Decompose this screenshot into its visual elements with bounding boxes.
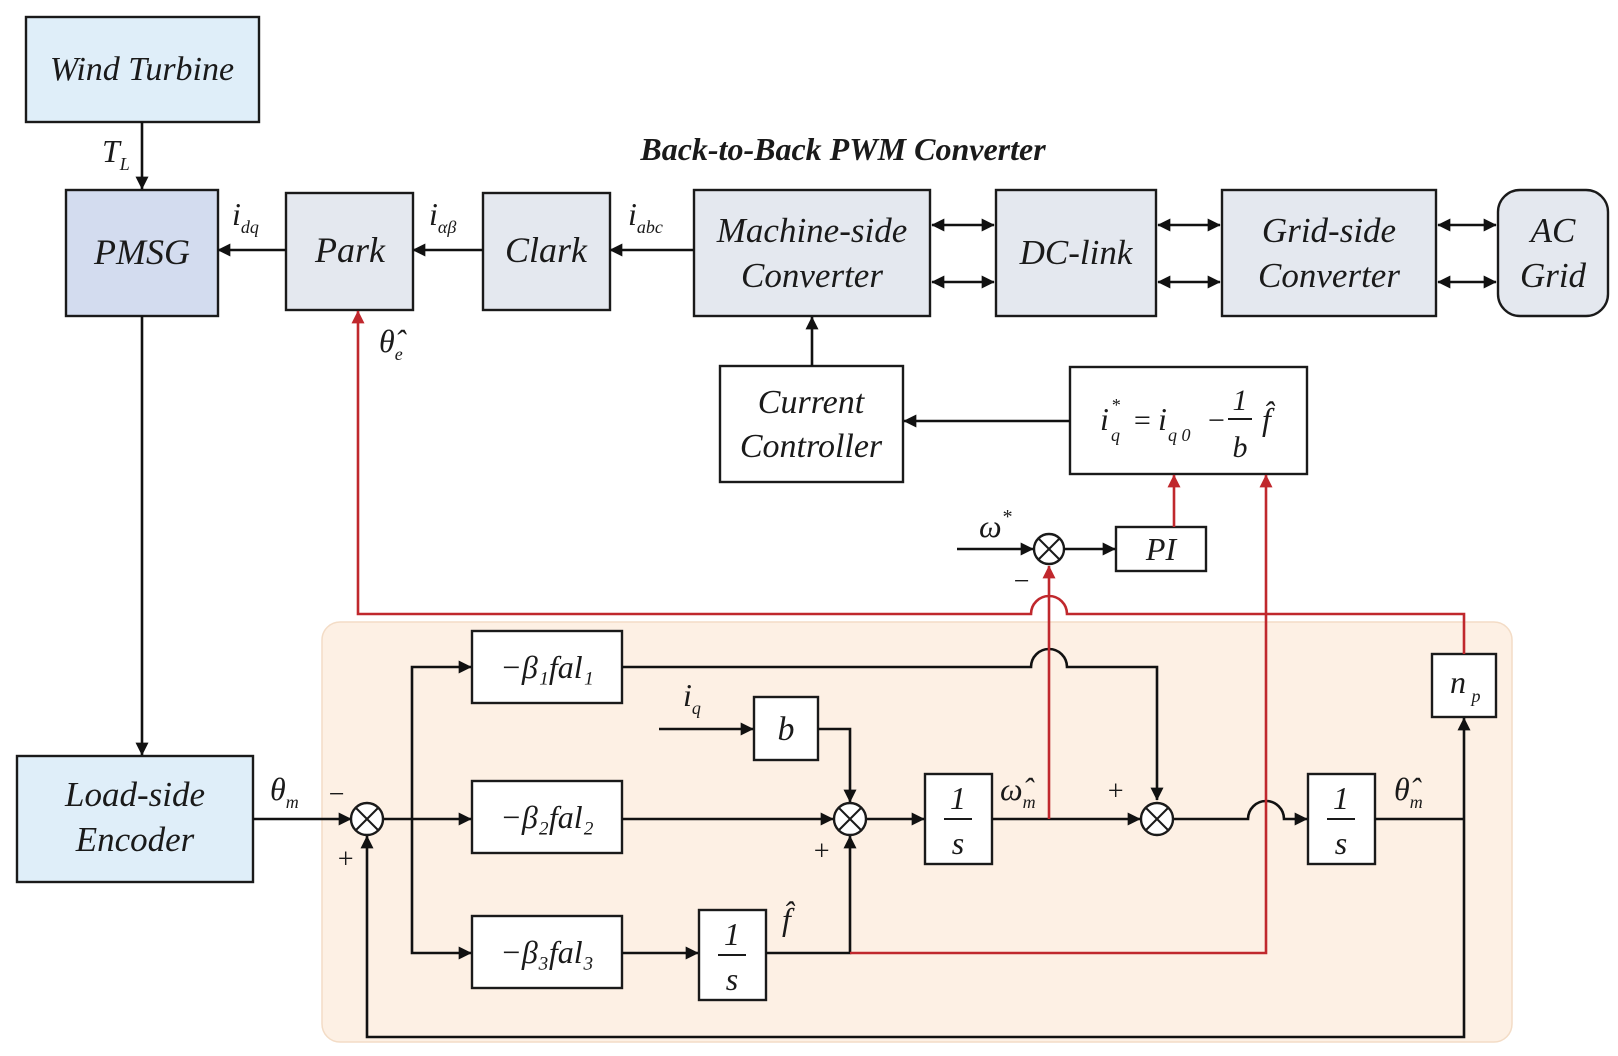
svg-text:s: s (952, 825, 964, 861)
svg-text:q: q (1111, 425, 1120, 445)
svg-text:*: * (1111, 395, 1120, 415)
svg-text:Encoder: Encoder (75, 820, 195, 859)
svg-text:1: 1 (1333, 780, 1349, 816)
tl-label: TL (102, 133, 130, 174)
svg-text:PI: PI (1145, 531, 1178, 567)
integrator-omega-block: 1 s (923, 772, 994, 866)
fal2-block: −β₂fal₂ (470, 779, 624, 855)
svg-text:Converter: Converter (741, 256, 883, 295)
omega-star-label: ω* (979, 506, 1012, 544)
park-block: Park (284, 191, 415, 312)
speed-sum-plus-sign: + (1106, 776, 1125, 807)
pi-controller-block: PI (1114, 525, 1208, 573)
svg-text:DC-link: DC-link (1019, 233, 1134, 272)
svg-text:Park: Park (314, 230, 386, 270)
input-sum-plus-sign: + (336, 844, 355, 875)
svg-text:Grid: Grid (1520, 256, 1587, 295)
signal-wires (135, 122, 1497, 1039)
fal3-block: −β₃fal₃ (470, 914, 624, 990)
grid-side-converter-block: Grid-side Converter (1220, 188, 1438, 318)
svg-text:Converter: Converter (1258, 256, 1400, 295)
speed-error-sum-junction (1032, 532, 1066, 566)
svg-text:n: n (1450, 664, 1466, 700)
svg-text:q 0: q 0 (1168, 425, 1191, 445)
svg-text:Controller: Controller (740, 428, 883, 465)
theta-e-label: θ̂e (379, 323, 407, 364)
integrator-fhat-block: 1 s (697, 908, 768, 1002)
pmsg-block: PMSG (64, 188, 220, 318)
machine-side-converter-block: Machine-side Converter (692, 188, 932, 318)
iabc-label: iabc (628, 196, 663, 237)
svg-text:Current: Current (758, 384, 866, 421)
svg-text:i: i (1100, 401, 1109, 437)
svg-text:1: 1 (724, 916, 740, 952)
load-side-encoder-block: Load-side Encoder (15, 754, 255, 884)
svg-text:−β₃fal₃: −β₃fal₃ (500, 934, 594, 970)
current-controller-block: Current Controller (718, 364, 905, 484)
ac-grid-block: AC Grid (1496, 188, 1610, 318)
np-gain-block: n p (1430, 652, 1498, 719)
speed-sum-junction (1139, 801, 1175, 837)
integrator-theta-block: 1 s (1306, 772, 1377, 866)
ialphabeta-label: iαβ (429, 196, 456, 237)
svg-text:b: b (1233, 431, 1248, 464)
svg-text:Load-side: Load-side (64, 775, 205, 814)
estimation-feedback-signals (351, 310, 1466, 955)
svg-text:−β₁fal₁: −β₁fal₁ (500, 649, 594, 685)
disturbance-sum-junction (832, 801, 868, 837)
gain-b-block: b (752, 695, 820, 762)
speed-sum-minus-sign: − (1012, 566, 1031, 597)
idq-label: idq (232, 196, 259, 237)
theta-m-label: θm (270, 771, 299, 812)
wind-turbine-block: Wind Turbine (24, 15, 261, 124)
clark-block: Clark (481, 191, 612, 312)
svg-text:i: i (1158, 401, 1167, 437)
svg-text:s: s (1335, 825, 1347, 861)
iq-reference-equation-block: i * q = i q 0 − 1 b f̂ (1068, 365, 1309, 476)
disturbance-sum-plus-sign: + (812, 836, 831, 867)
svg-text:b: b (778, 711, 795, 748)
svg-text:p: p (1470, 686, 1481, 706)
svg-text:1: 1 (1233, 384, 1248, 417)
svg-text:Grid-side: Grid-side (1262, 211, 1396, 250)
iq-input-label: iq (683, 677, 701, 718)
svg-text:AC: AC (1529, 211, 1576, 250)
fal1-block: −β₁fal₁ (470, 629, 624, 705)
observer-input-sum-junction (349, 801, 385, 837)
svg-text:Wind Turbine: Wind Turbine (50, 51, 234, 88)
svg-text:1: 1 (950, 780, 966, 816)
svg-text:s: s (726, 961, 738, 997)
svg-text:−β₂fal₂: −β₂fal₂ (500, 799, 594, 835)
svg-text:Machine-side: Machine-side (716, 211, 907, 250)
dc-link-block: DC-link (994, 188, 1158, 318)
svg-text:=: = (1132, 404, 1152, 437)
svg-text:PMSG: PMSG (93, 232, 190, 272)
svg-text:Clark: Clark (505, 230, 588, 270)
diagram-title: Back-to-Back PWM Converter (639, 131, 1046, 167)
svg-text:−: − (1206, 404, 1226, 437)
input-sum-minus-sign: − (327, 779, 346, 810)
